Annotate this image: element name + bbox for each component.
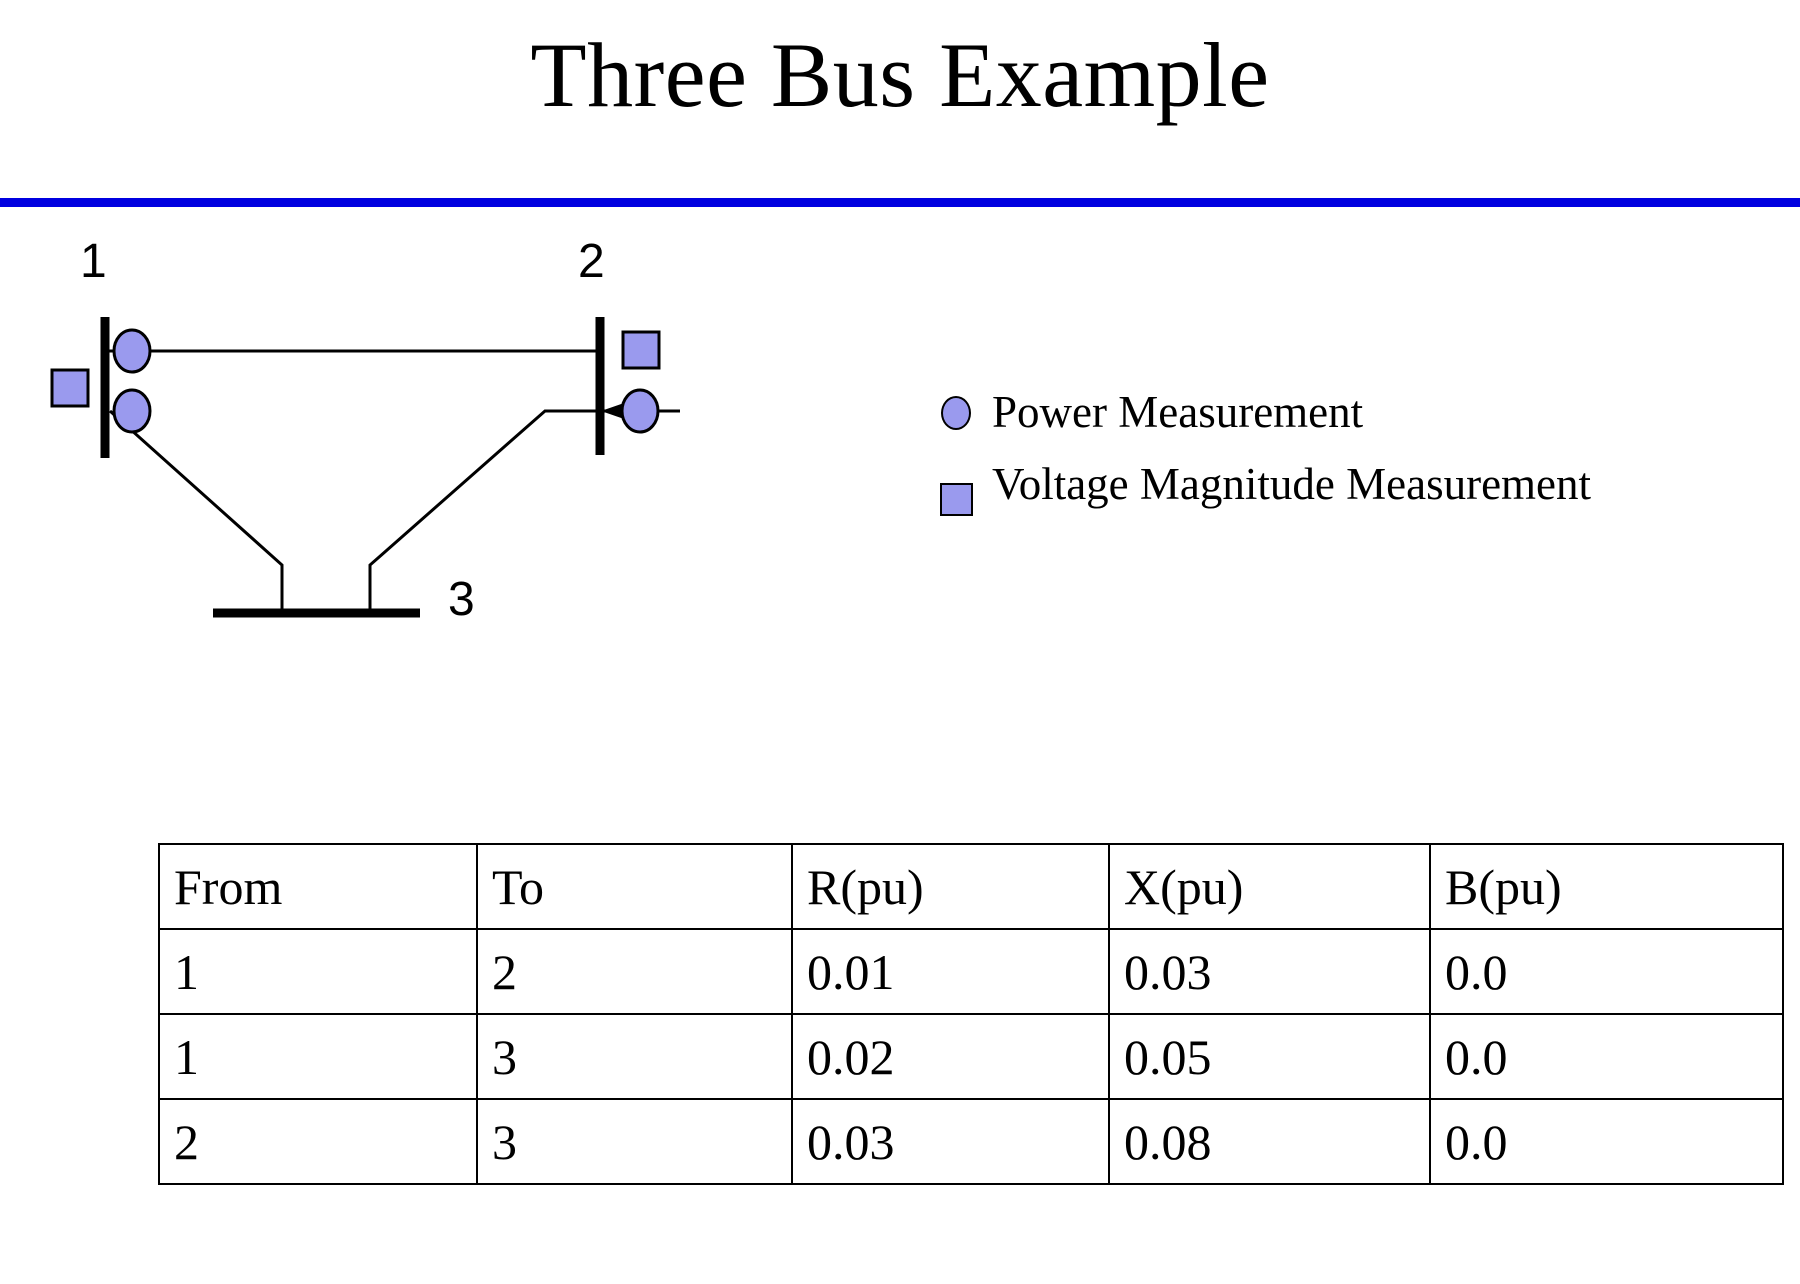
column-header-r: R(pu) <box>791 843 1110 930</box>
legend-label-voltage: Voltage Magnitude Measurement <box>992 459 1592 510</box>
bus-label-1: 1 <box>80 235 107 288</box>
page-title: Three Bus Example <box>530 24 1270 126</box>
table-row: 1 2 0.01 0.03 0.0 <box>158 928 1784 1015</box>
cell-b: 0.0 <box>1429 1013 1784 1100</box>
legend-item-power: Power Measurement <box>920 380 1760 446</box>
cell-x: 0.05 <box>1108 1013 1431 1100</box>
legend-swatch-cell <box>920 396 992 430</box>
power-measurement-circle-icon <box>941 396 971 430</box>
bus-label-2: 2 <box>578 235 605 288</box>
legend-label-power: Power Measurement <box>992 387 1364 438</box>
voltage-measurement-square-icon <box>621 330 661 370</box>
legend-item-voltage: Voltage Magnitude Measurement <box>920 452 1760 518</box>
cell-to: 2 <box>476 928 793 1015</box>
table-row: 1 3 0.02 0.05 0.0 <box>158 1013 1784 1100</box>
cell-x: 0.03 <box>1108 928 1431 1015</box>
one-line-diagram: 1 2 3 <box>0 215 900 685</box>
cell-to: 3 <box>476 1098 793 1185</box>
title-divider-rule <box>0 198 1800 207</box>
power-measurement-circle-icon <box>112 388 152 434</box>
branch-line-1-3 <box>108 409 284 613</box>
cell-x: 0.08 <box>1108 1098 1431 1185</box>
cell-r: 0.02 <box>791 1013 1110 1100</box>
measurement-legend: Power Measurement Voltage Magnitude Meas… <box>920 380 1760 518</box>
legend-swatch-cell <box>920 483 992 518</box>
voltage-measurement-square-icon <box>939 483 973 516</box>
one-line-diagram-svg: 1 2 3 <box>50 235 680 626</box>
power-measurement-circle-icon <box>620 388 660 434</box>
branch-line-2-3 <box>368 409 600 613</box>
cell-b: 0.0 <box>1429 1098 1784 1185</box>
cell-r: 0.01 <box>791 928 1110 1015</box>
cell-from: 1 <box>158 1013 478 1100</box>
column-header-x: X(pu) <box>1108 843 1431 930</box>
table-header-row: From To R(pu) X(pu) B(pu) <box>158 843 1784 930</box>
cell-from: 1 <box>158 928 478 1015</box>
table-row: 2 3 0.03 0.08 0.0 <box>158 1098 1784 1185</box>
cell-r: 0.03 <box>791 1098 1110 1185</box>
power-measurement-circle-icon <box>112 328 152 374</box>
column-header-from: From <box>158 843 478 930</box>
cell-to: 3 <box>476 1013 793 1100</box>
cell-b: 0.0 <box>1429 928 1784 1015</box>
column-header-to: To <box>476 843 793 930</box>
arrow-head-icon <box>601 402 627 420</box>
column-header-b: B(pu) <box>1429 843 1784 930</box>
voltage-measurement-square-icon <box>50 368 90 408</box>
branch-data-table: From To R(pu) X(pu) B(pu) 1 2 0.01 0.03 … <box>158 843 1784 1185</box>
cell-from: 2 <box>158 1098 478 1185</box>
bus-label-3: 3 <box>448 573 475 626</box>
